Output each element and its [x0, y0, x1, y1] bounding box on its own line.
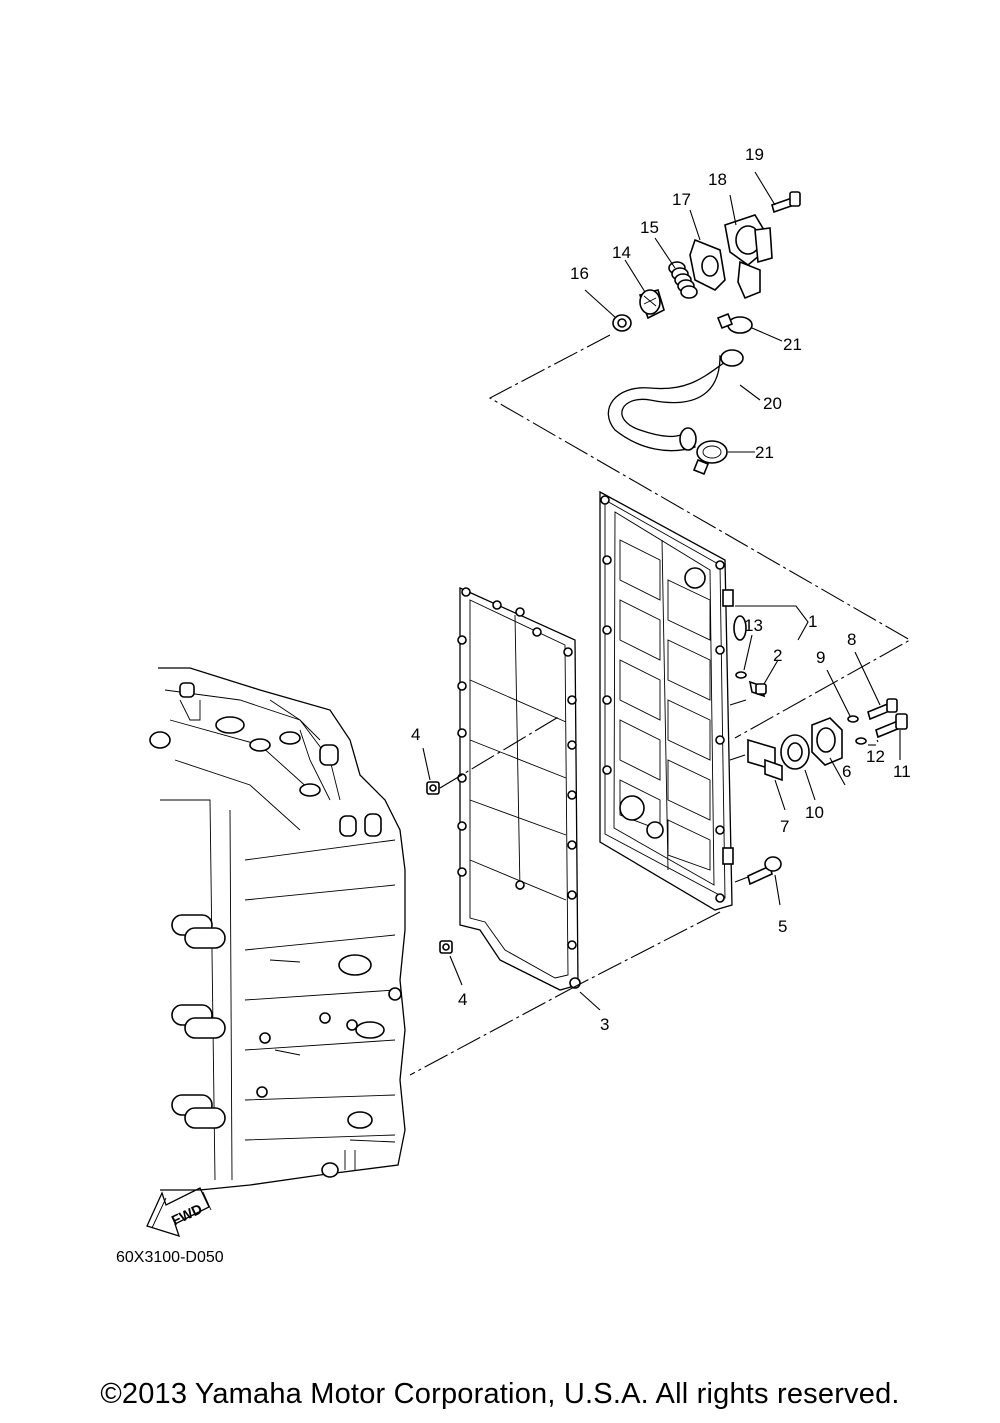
callout-10: 10	[805, 803, 824, 822]
callout-17: 17	[672, 190, 691, 209]
diagram-code: 60X3100-D050	[116, 1249, 224, 1266]
callout-8: 8	[847, 630, 856, 649]
callout-11: 11	[893, 762, 911, 781]
copyright-notice: ©2013 Yamaha Motor Corporation, U.S.A. A…	[100, 1378, 900, 1410]
gasket-part-17	[689, 238, 726, 291]
callout-6: 6	[842, 762, 851, 781]
collar-part-10	[780, 734, 810, 770]
callout-labels: 1 2 3 4 4 5 6 7 8 9 10 11 12 13 14 15 16…	[411, 145, 911, 1034]
callout-19: 19	[745, 145, 764, 164]
thermostat-part-14	[638, 289, 665, 320]
bolt-part-8	[867, 698, 898, 721]
bolt-part-5	[747, 856, 782, 886]
bolt-part-11	[875, 713, 908, 739]
spring-part-15	[668, 261, 698, 299]
clamp-part-21-lower	[692, 440, 728, 476]
callout-13: 13	[744, 616, 763, 635]
thermostat-group	[607, 191, 801, 476]
callout-9: 9	[816, 648, 825, 667]
fwd-arrow: FWD	[146, 1187, 212, 1237]
callout-5: 5	[778, 917, 787, 936]
callout-4-upper: 4	[411, 725, 420, 744]
callout-16: 16	[570, 264, 589, 283]
assembly-lines	[409, 334, 912, 1076]
fwd-label: FWD	[169, 1200, 205, 1228]
bolt-part-19	[771, 191, 801, 214]
callout-20: 20	[763, 394, 782, 413]
exhaust-cover-part-1	[599, 490, 747, 911]
leader-lines	[422, 171, 901, 1011]
washer-part-12	[855, 737, 867, 745]
o-ring-part-13	[735, 671, 747, 679]
thermostat-cover-part-18	[724, 214, 773, 300]
housing-part-6	[811, 717, 843, 766]
plug-part-2	[748, 680, 767, 698]
callout-21-lower: 21	[755, 443, 774, 462]
callout-14: 14	[612, 243, 631, 262]
callout-2: 2	[773, 646, 782, 665]
callout-18: 18	[708, 170, 727, 189]
callout-4-lower: 4	[458, 990, 467, 1009]
seal-part-16	[612, 314, 632, 332]
callout-21-upper: 21	[783, 335, 802, 354]
washer-part-9	[847, 715, 859, 723]
callout-1: 1	[808, 612, 817, 631]
gasket-part-3	[457, 586, 581, 991]
engine-block	[149, 667, 406, 1191]
clamp-part-21-upper	[716, 312, 753, 334]
callout-3: 3	[600, 1015, 609, 1034]
callout-7: 7	[780, 817, 789, 836]
bolt-part-4-upper	[426, 781, 440, 795]
callout-15: 15	[640, 218, 659, 237]
bolt-part-4-lower	[439, 940, 453, 954]
hose-part-20	[607, 354, 730, 452]
sensor-part-7	[747, 738, 783, 782]
callout-12: 12	[866, 747, 885, 766]
